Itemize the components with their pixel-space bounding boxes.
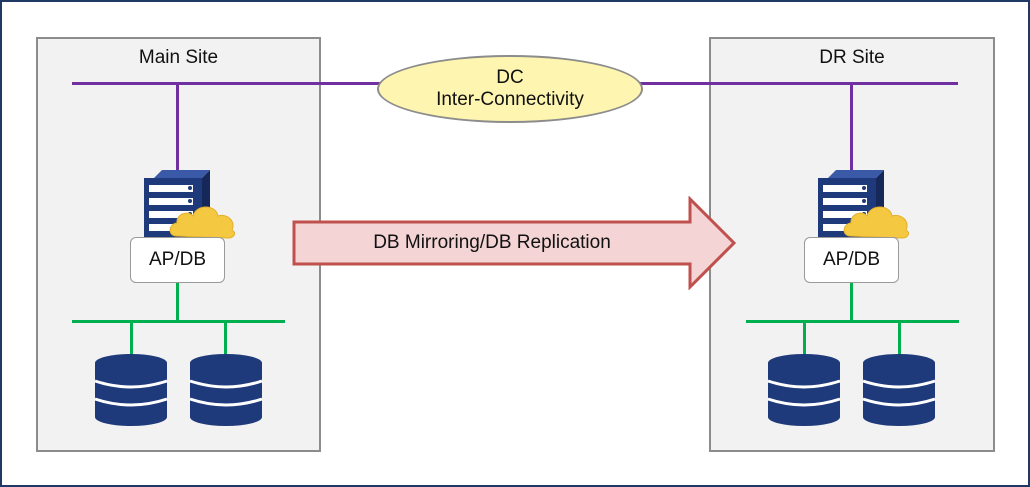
dr-wan-line [630, 82, 958, 85]
main-server-downlink [176, 283, 179, 321]
database-icon [862, 354, 936, 426]
dr-server-uplink [850, 82, 853, 174]
main-db2-link [224, 320, 227, 358]
dr-apdb-box: AP/DB [804, 237, 899, 283]
main-site-label: Main Site [138, 47, 219, 68]
cloud-icon [169, 206, 236, 239]
dr-lan-line [746, 320, 959, 323]
main-apdb-box: AP/DB [130, 237, 225, 283]
arrow-shape [292, 196, 737, 290]
dr-db1-link [803, 320, 806, 358]
dc-interconnect-ellipse: DC Inter-Connectivity [377, 55, 643, 123]
main-apdb-label: AP/DB [148, 249, 207, 270]
interconnect-label: Inter-Connectivity [436, 89, 584, 110]
dr-site-label: DR Site [819, 47, 885, 68]
database-icon [94, 354, 168, 426]
main-db1-link [130, 320, 133, 358]
database-icon [767, 354, 841, 426]
dr-db2-link [898, 320, 901, 358]
replication-label: DB Mirroring/DB Replication [373, 232, 611, 253]
main-lan-line [72, 320, 285, 323]
main-server-uplink [176, 82, 179, 172]
main-wan-line [72, 82, 392, 85]
dr-apdb-label: AP/DB [822, 249, 881, 270]
dc-label: DC [496, 67, 524, 88]
cloud-icon [843, 206, 910, 239]
dr-server-downlink [850, 283, 853, 321]
database-icon [189, 354, 263, 426]
replication-arrow: DB Mirroring/DB Replication [292, 196, 738, 290]
